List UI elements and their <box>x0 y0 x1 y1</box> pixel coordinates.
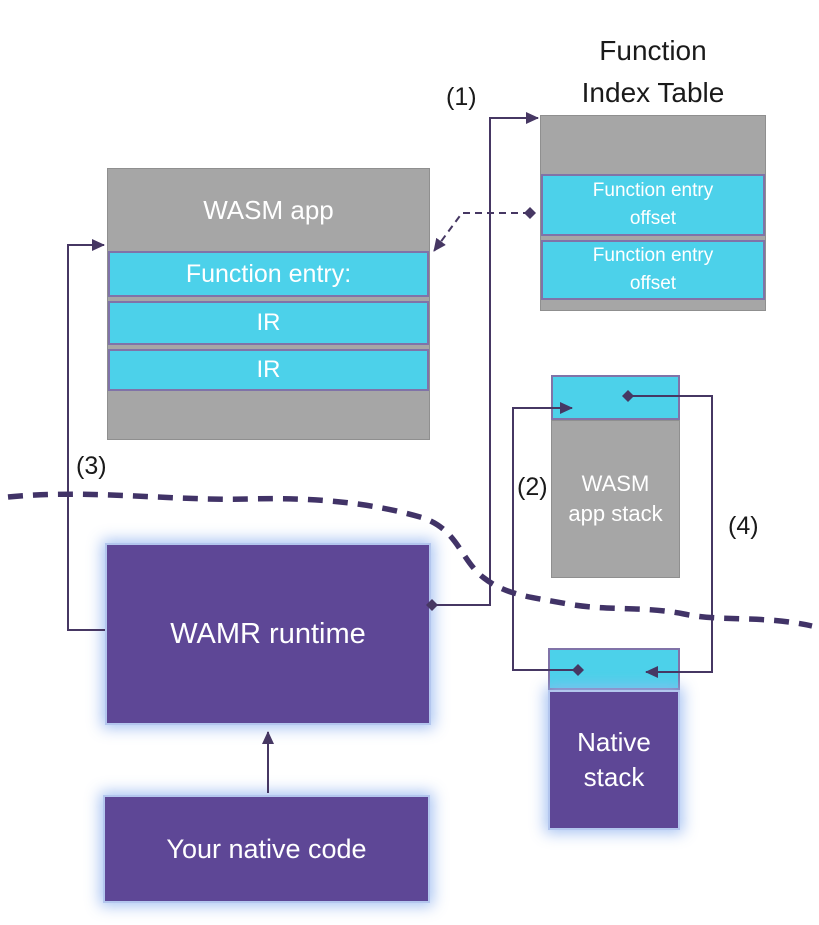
native-stack-header <box>548 648 680 690</box>
wasm-app-stack-header <box>551 375 680 420</box>
function-entry-row: Function entry: <box>108 251 429 297</box>
wamr-runtime-box: WAMR runtime <box>105 543 431 725</box>
arrow-offset-to-function-entry <box>433 212 530 252</box>
arrow-1-runtime-to-index-table <box>432 112 539 606</box>
wasm-app-stack: WASM app stack <box>551 420 680 578</box>
native-stack: Native stack <box>548 690 680 830</box>
annotation-1: (1) <box>446 83 477 111</box>
your-native-code-box: Your native code <box>103 795 430 903</box>
wasm-app-box: WASM app Function entry: IR IR <box>107 168 430 440</box>
annotation-2: (2) <box>517 473 548 501</box>
arrow-3-runtime-to-wasm-app <box>67 239 105 631</box>
function-entry-offset-row-1: Function entry offset <box>541 174 765 236</box>
function-entry-offset-row-2: Function entry offset <box>541 240 765 300</box>
function-index-table-title: Function Index Table <box>581 35 725 108</box>
ir-row-2: IR <box>108 349 429 391</box>
ir-row-1: IR <box>108 301 429 345</box>
annotation-4: (4) <box>728 512 759 540</box>
annotation-3: (3) <box>76 452 107 480</box>
wasm-app-title: WASM app <box>203 195 334 225</box>
function-index-table-box: Function entry offset Function entry off… <box>540 115 766 311</box>
diamond-index-table-origin <box>524 207 536 219</box>
